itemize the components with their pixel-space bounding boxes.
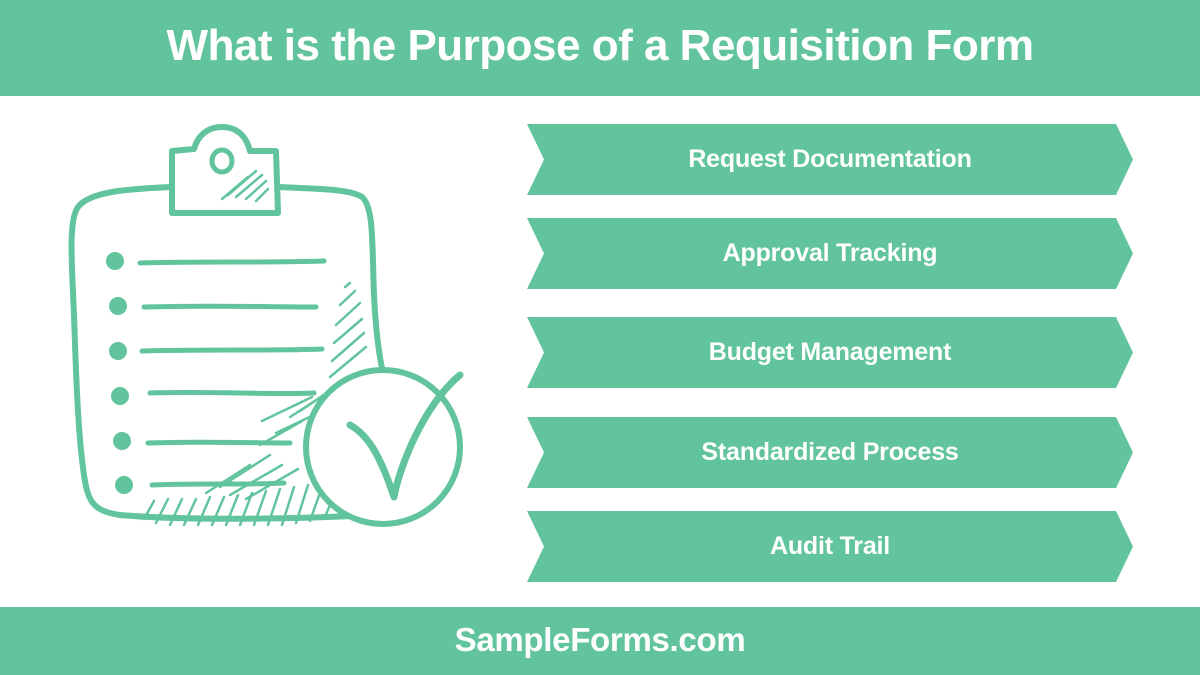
footer-bar: SampleForms.com — [0, 607, 1200, 675]
chevron-banner-shape — [527, 417, 1133, 488]
chevron-banner-shape — [527, 124, 1133, 195]
clipboard-illustration — [50, 115, 480, 585]
purpose-label: Approval Tracking — [722, 239, 938, 267]
chevron-banner-shape — [527, 511, 1133, 582]
purpose-banner-request-documentation: Request Documentation — [527, 124, 1133, 195]
clipboard-checklist-icon — [68, 124, 464, 527]
chevron-banner-shape — [527, 218, 1133, 289]
page-title: What is the Purpose of a Requisition For… — [166, 21, 1034, 70]
purpose-banner-budget-management: Budget Management — [527, 317, 1133, 388]
purpose-label: Audit Trail — [769, 532, 891, 560]
chevron-banner-shape — [527, 317, 1133, 388]
header-bar: What is the Purpose of a Requisition For… — [0, 0, 1200, 96]
footer-brand-text: SampleForms.com — [454, 621, 746, 658]
purpose-banner-standardized-process: Standardized Process — [527, 417, 1133, 488]
purpose-label: Standardized Process — [701, 438, 959, 466]
purpose-label: Request Documentation — [688, 145, 972, 173]
purpose-banner-approval-tracking: Approval Tracking — [527, 218, 1133, 289]
purpose-banner-audit-trail: Audit Trail — [527, 511, 1133, 582]
purpose-label: Budget Management — [708, 338, 952, 366]
